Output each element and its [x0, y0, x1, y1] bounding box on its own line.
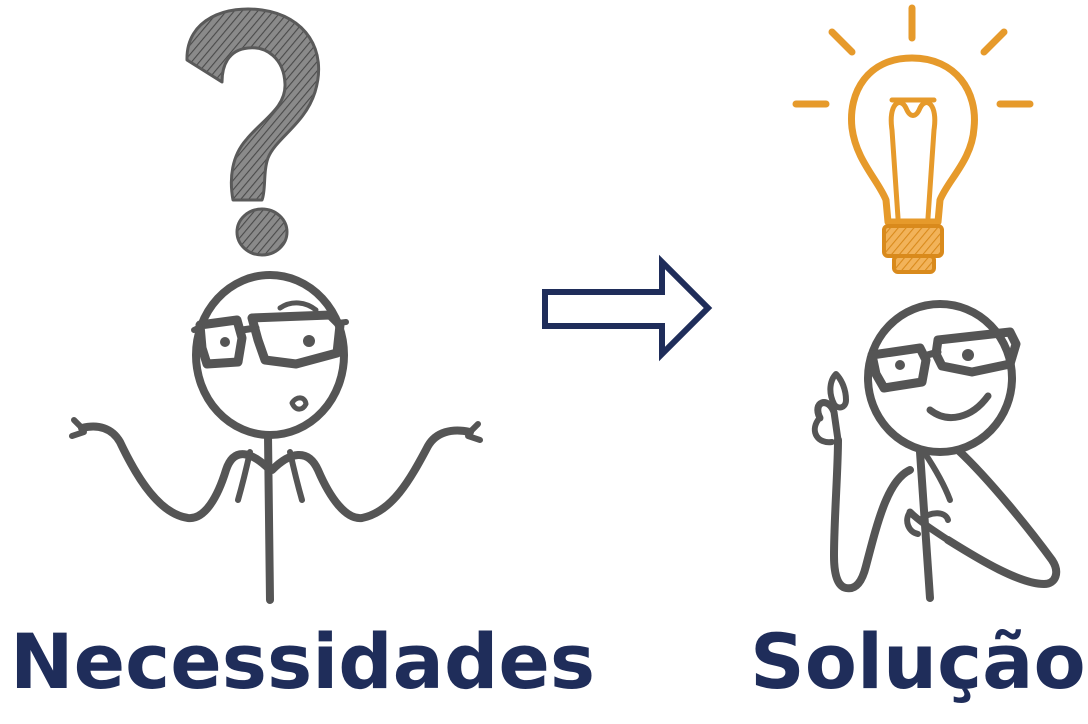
idea-stick-figure: [811, 300, 1061, 602]
solucao-label: Solução: [750, 617, 1086, 706]
confused-stick-figure: [69, 271, 483, 604]
necessidades-label: Necessidades: [10, 617, 596, 706]
glasses-icon: [867, 327, 1021, 393]
glasses-icon: [191, 310, 349, 369]
right-arrow-icon: [542, 254, 713, 362]
lightbulb-icon: [792, 4, 1034, 274]
question-mark-icon: [185, 7, 321, 257]
head: [864, 300, 1016, 456]
